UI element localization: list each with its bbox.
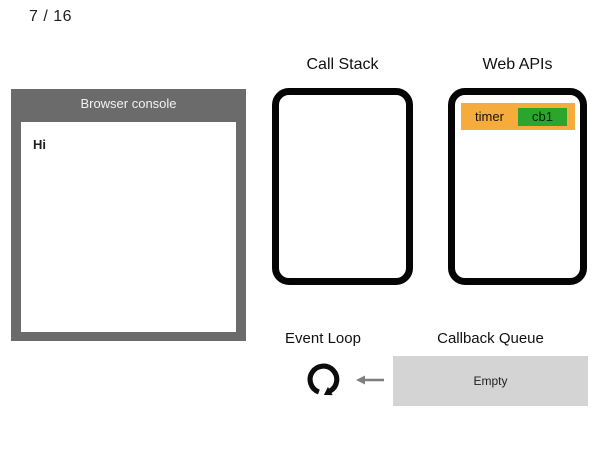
callback-queue-status: Empty xyxy=(473,374,508,388)
browser-console-output: Hi xyxy=(21,122,236,332)
call-stack-title: Call Stack xyxy=(306,56,379,73)
web-apis-title: Web APIs xyxy=(482,56,553,73)
callback-chip: cb1 xyxy=(518,107,567,126)
call-stack-box xyxy=(272,88,413,285)
browser-console: Browser console Hi xyxy=(11,89,246,341)
browser-console-title: Browser console xyxy=(80,96,177,111)
callback-queue-title: Callback Queue xyxy=(437,330,544,347)
event-loop-title: Event Loop xyxy=(285,330,361,347)
web-api-timer-item: timer cb1 xyxy=(461,103,575,130)
timer-label: timer xyxy=(475,109,504,124)
callback-queue-box: Empty xyxy=(393,356,588,406)
console-log-line: Hi xyxy=(33,137,46,152)
queue-to-loop-left-arrow-icon xyxy=(356,375,384,385)
slide-counter: 7 / 16 xyxy=(29,8,73,25)
web-apis-box: timer cb1 xyxy=(448,88,587,285)
event-loop-circular-arrow-icon xyxy=(307,363,340,396)
